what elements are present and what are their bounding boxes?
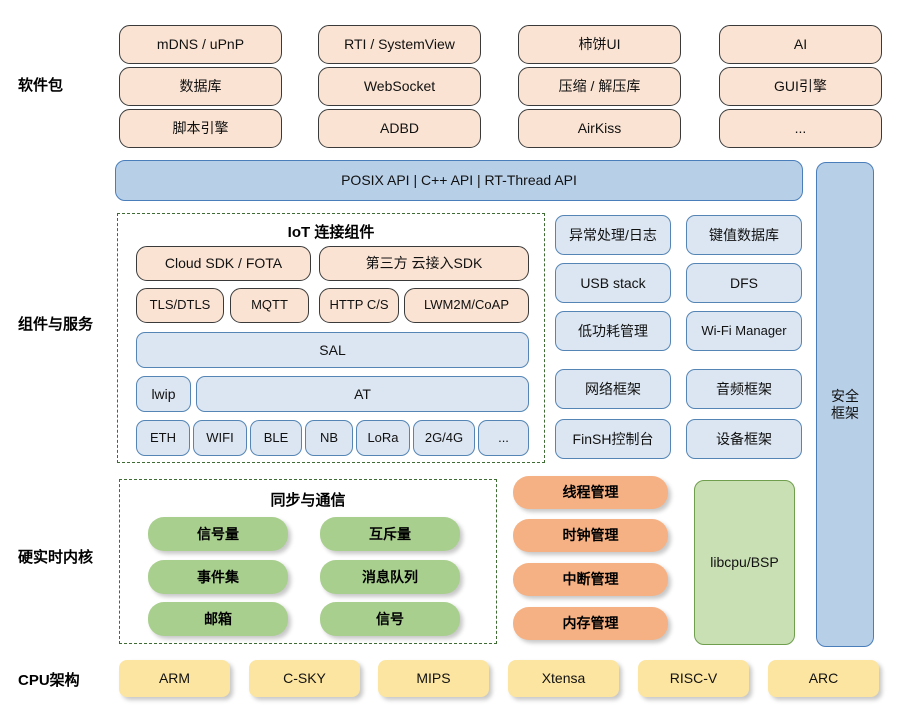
kernel-sync-box[interactable]: 信号	[320, 602, 460, 636]
iot-sdk-box[interactable]: Cloud SDK / FOTA	[136, 246, 311, 281]
iot-protocol-box[interactable]: MQTT	[230, 288, 309, 323]
kernel-sync-group-frame	[119, 479, 497, 644]
component-box[interactable]: DFS	[686, 263, 802, 303]
cpu-arch-box[interactable]: RISC-V	[638, 660, 749, 697]
row-label-cpu-architecture: CPU架构	[18, 672, 80, 689]
cpu-arch-box[interactable]: Xtensa	[508, 660, 619, 697]
iot-link-box[interactable]: 2G/4G	[413, 420, 475, 456]
component-box[interactable]: 音频框架	[686, 369, 802, 409]
component-box[interactable]: 键值数据库	[686, 215, 802, 255]
component-box[interactable]: 低功耗管理	[555, 311, 671, 351]
row-label-components-services: 组件与服务	[18, 316, 94, 333]
row-label-software-packages: 软件包	[18, 77, 64, 94]
component-box[interactable]: 网络框架	[555, 369, 671, 409]
security-frame-box[interactable]: 安全 框架	[816, 162, 874, 647]
component-box[interactable]: Wi-Fi Manager	[686, 311, 802, 351]
cpu-arch-box[interactable]: ARC	[768, 660, 879, 697]
cpu-arch-box[interactable]: C-SKY	[249, 660, 360, 697]
iot-protocol-box[interactable]: LWM2M/CoAP	[404, 288, 529, 323]
kernel-sync-box[interactable]: 事件集	[148, 560, 288, 594]
iot-link-box[interactable]: NB	[305, 420, 353, 456]
package-box[interactable]: 脚本引擎	[119, 109, 282, 148]
package-box[interactable]: ...	[719, 109, 882, 148]
package-box[interactable]: mDNS / uPnP	[119, 25, 282, 64]
iot-protocol-box[interactable]: HTTP C/S	[319, 288, 399, 323]
kernel-manager-box[interactable]: 内存管理	[513, 607, 668, 640]
component-box[interactable]: 设备框架	[686, 419, 802, 459]
row-label-hard-realtime-kernel: 硬实时内核	[18, 549, 94, 566]
component-box[interactable]: USB stack	[555, 263, 671, 303]
cpu-arch-box[interactable]: MIPS	[378, 660, 489, 697]
api-bar[interactable]: POSIX API | C++ API | RT-Thread API	[115, 160, 803, 201]
kernel-sync-box[interactable]: 消息队列	[320, 560, 460, 594]
iot-link-box[interactable]: WIFI	[193, 420, 247, 456]
package-box[interactable]: 柿饼UI	[518, 25, 681, 64]
iot-protocol-box[interactable]: TLS/DTLS	[136, 288, 224, 323]
kernel-sync-box[interactable]: 邮箱	[148, 602, 288, 636]
cpu-arch-box[interactable]: ARM	[119, 660, 230, 697]
iot-link-box[interactable]: LoRa	[356, 420, 410, 456]
iot-stack-box[interactable]: lwip	[136, 376, 191, 412]
kernel-manager-box[interactable]: 时钟管理	[513, 519, 668, 552]
libcpu-bsp-box[interactable]: libcpu/BSP	[694, 480, 795, 645]
iot-sal-box[interactable]: SAL	[136, 332, 529, 368]
iot-stack-box[interactable]: AT	[196, 376, 529, 412]
iot-link-box[interactable]: BLE	[250, 420, 302, 456]
package-box[interactable]: ADBD	[318, 109, 481, 148]
package-box[interactable]: AirKiss	[518, 109, 681, 148]
package-box[interactable]: GUI引擎	[719, 67, 882, 106]
component-box[interactable]: 异常处理/日志	[555, 215, 671, 255]
kernel-sync-box[interactable]: 互斥量	[320, 517, 460, 551]
iot-group-frame	[117, 213, 545, 463]
package-box[interactable]: 数据库	[119, 67, 282, 106]
kernel-manager-box[interactable]: 线程管理	[513, 476, 668, 509]
kernel-sync-group-title: 同步与通信	[270, 492, 346, 509]
package-box[interactable]: RTI / SystemView	[318, 25, 481, 64]
package-box[interactable]: WebSocket	[318, 67, 481, 106]
package-box[interactable]: AI	[719, 25, 882, 64]
kernel-manager-box[interactable]: 中断管理	[513, 563, 668, 596]
iot-sdk-box[interactable]: 第三方 云接入SDK	[319, 246, 529, 281]
iot-link-box[interactable]: ETH	[136, 420, 190, 456]
package-box[interactable]: 压缩 / 解压库	[518, 67, 681, 106]
kernel-sync-box[interactable]: 信号量	[148, 517, 288, 551]
iot-link-box[interactable]: ...	[478, 420, 529, 456]
component-box[interactable]: FinSH控制台	[555, 419, 671, 459]
iot-group-title: IoT 连接组件	[287, 224, 375, 241]
